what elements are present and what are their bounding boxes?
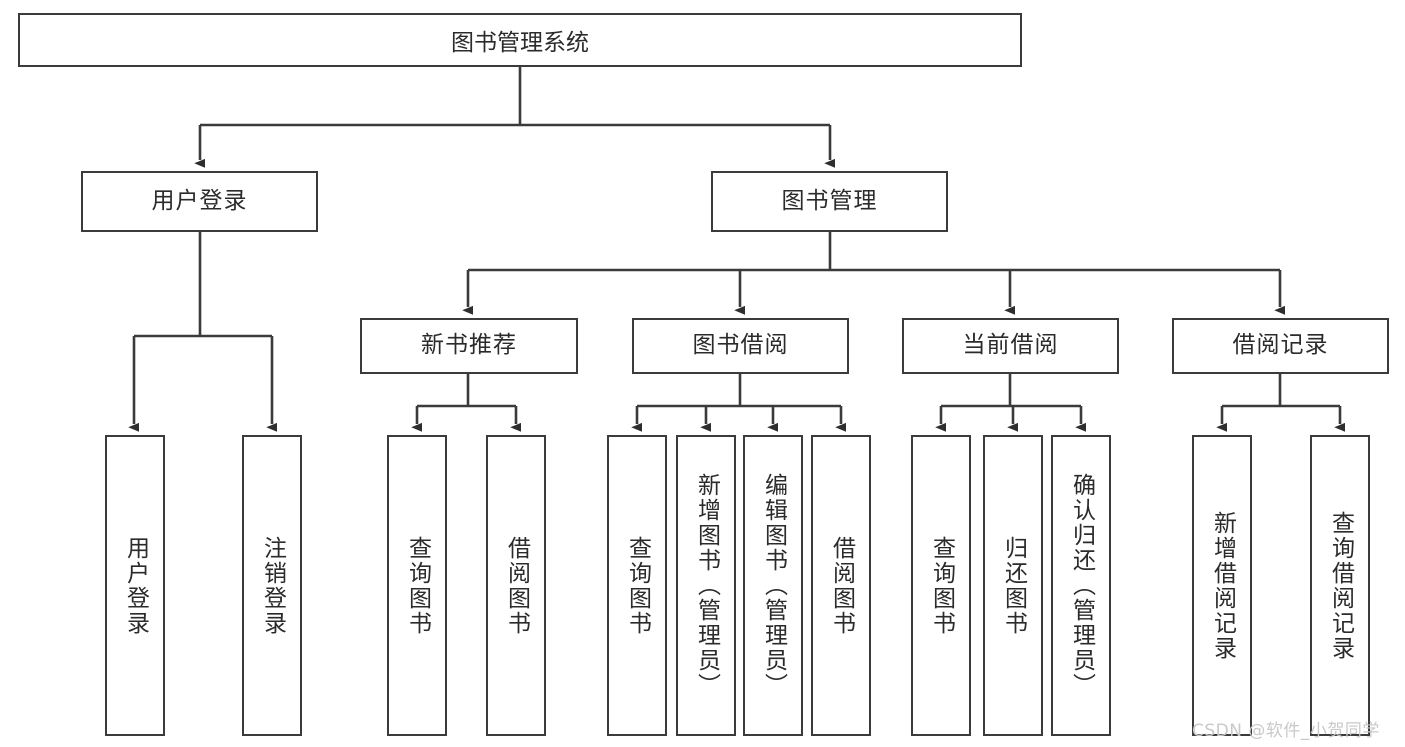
node-leaf-edit-book[interactable]: 编辑图书（管理员） — [743, 435, 803, 736]
node-borrow-record[interactable]: 借阅记录 — [1172, 318, 1389, 374]
node-book-manage[interactable]: 图书管理 — [711, 171, 948, 232]
node-book-borrow[interactable]: 图书借阅 — [632, 318, 849, 374]
node-leaf-add-record[interactable]: 新增借阅记录 — [1192, 435, 1252, 736]
node-leaf-borrow-book-2-label: 借阅图书 — [828, 535, 855, 636]
node-user-login-label: 用户登录 — [151, 187, 248, 214]
node-new-book-rec-label: 新书推荐 — [421, 332, 517, 359]
node-current-borrow[interactable]: 当前借阅 — [902, 318, 1119, 374]
node-leaf-logout[interactable]: 注销登录 — [242, 435, 302, 736]
node-leaf-confirm-return-label: 确认归还（管理员） — [1068, 473, 1095, 698]
node-new-book-rec[interactable]: 新书推荐 — [360, 318, 578, 374]
csdn-watermark: CSDN @软件_小贺同学 — [1192, 721, 1380, 741]
node-book-manage-label: 图书管理 — [781, 187, 878, 214]
node-leaf-query-book-3-label: 查询图书 — [928, 535, 955, 636]
node-leaf-borrow-book-1-label: 借阅图书 — [503, 535, 530, 636]
node-leaf-user-login-label: 用户登录 — [122, 535, 149, 636]
node-borrow-record-label: 借阅记录 — [1232, 332, 1329, 359]
node-book-borrow-label: 图书借阅 — [692, 332, 789, 359]
node-leaf-return-book-label: 归还图书 — [1000, 535, 1027, 636]
node-leaf-query-book-2-label: 查询图书 — [624, 535, 651, 636]
node-leaf-confirm-return[interactable]: 确认归还（管理员） — [1051, 435, 1111, 736]
node-leaf-add-record-label: 新增借阅记录 — [1209, 510, 1236, 661]
node-leaf-query-record[interactable]: 查询借阅记录 — [1310, 435, 1370, 736]
node-leaf-logout-label: 注销登录 — [259, 535, 286, 636]
node-leaf-user-login[interactable]: 用户登录 — [105, 435, 165, 736]
node-leaf-query-book-1[interactable]: 查询图书 — [387, 435, 447, 736]
node-leaf-query-book-2[interactable]: 查询图书 — [607, 435, 667, 736]
node-leaf-add-book-label: 新增图书（管理员） — [693, 473, 720, 698]
node-leaf-borrow-book-1[interactable]: 借阅图书 — [486, 435, 546, 736]
node-leaf-borrow-book-2[interactable]: 借阅图书 — [811, 435, 871, 736]
node-leaf-query-book-1-label: 查询图书 — [404, 535, 431, 636]
node-leaf-query-record-label: 查询借阅记录 — [1327, 510, 1354, 661]
node-leaf-query-book-3[interactable]: 查询图书 — [911, 435, 971, 736]
node-leaf-edit-book-label: 编辑图书（管理员） — [760, 473, 787, 698]
node-user-login[interactable]: 用户登录 — [81, 171, 318, 232]
node-root-label: 图书管理系统 — [451, 30, 589, 56]
node-root[interactable]: 图书管理系统 — [18, 13, 1022, 67]
node-leaf-return-book[interactable]: 归还图书 — [983, 435, 1043, 736]
node-current-borrow-label: 当前借阅 — [962, 332, 1059, 359]
node-leaf-add-book[interactable]: 新增图书（管理员） — [676, 435, 736, 736]
